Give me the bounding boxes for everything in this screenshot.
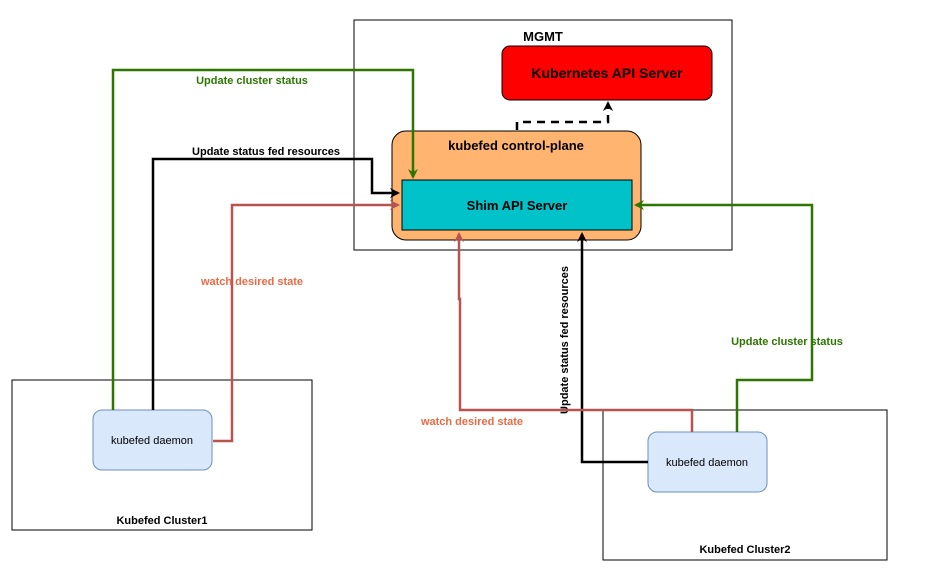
kubernetes-api-server-label: Kubernetes API Server: [531, 65, 683, 81]
edge-c1-update-status-fed: [151, 157, 400, 410]
edge-c2-watch-desired: [454, 232, 694, 432]
edge-c2-update-cluster-status: [634, 200, 814, 432]
mgmt-title: MGMT: [523, 29, 563, 44]
edge-c2-update-status-fed: [577, 232, 648, 464]
kubefed-cluster1-title: Kubefed Cluster1: [116, 515, 207, 527]
shim-api-server-label: Shim API Server: [467, 198, 568, 213]
kubernetes-api-server: [501, 45, 713, 101]
edge-c1-update-status-fed-label: Update status fed resources: [192, 146, 340, 158]
edge-c1-update-cluster-status-label: Update cluster status: [196, 75, 308, 87]
kubefed-daemon-2-label: kubefed daemon: [666, 457, 748, 469]
edge-control-plane-to-k8s-api: [515, 101, 613, 130]
kubefed-daemon-1-label: kubefed daemon: [111, 435, 193, 447]
edge-c1-update-cluster-status: [111, 68, 418, 410]
kubefed-control-plane-label: kubefed control-plane: [448, 138, 584, 153]
edge-c2-watch-desired-label: watch desired state: [420, 416, 523, 428]
edge-c2-update-cluster-status-label: Update cluster status: [731, 336, 843, 348]
edge-c1-watch-desired: [213, 200, 400, 443]
kubefed-cluster2-title: Kubefed Cluster2: [699, 544, 790, 556]
edge-c2-update-status-fed-label: Update status fed resources: [559, 266, 571, 414]
shim-api-server: [401, 179, 633, 231]
edge-c1-watch-desired-label: watch desired state: [200, 276, 303, 288]
